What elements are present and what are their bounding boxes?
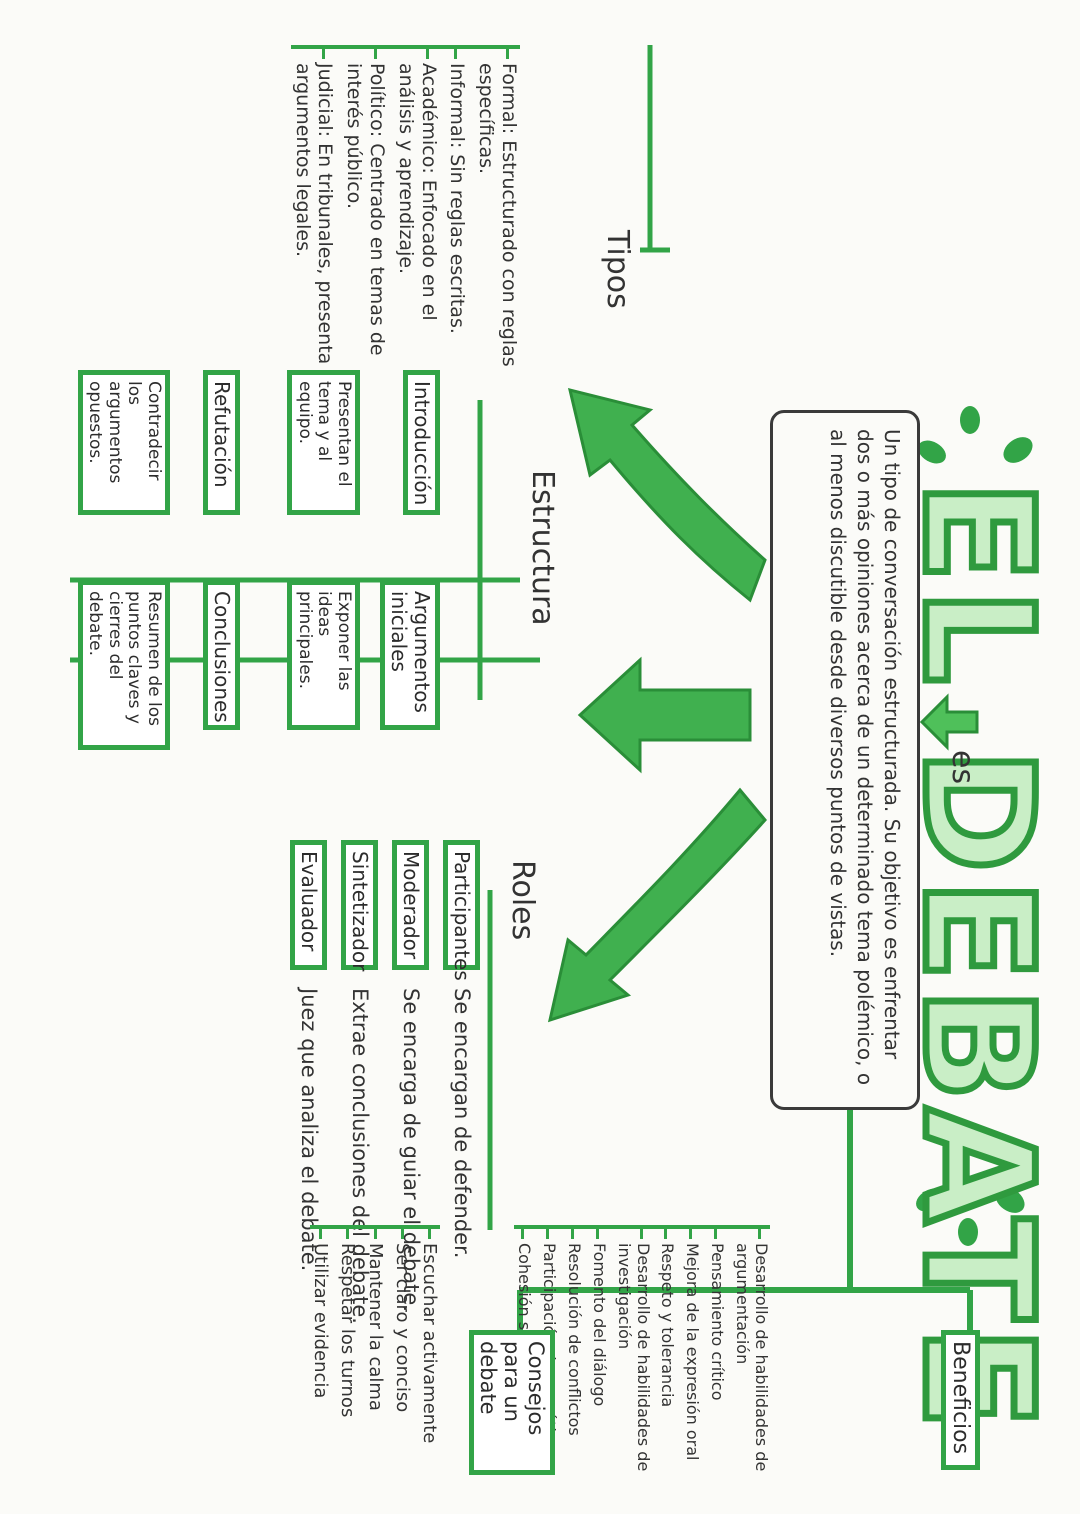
- beneficios-box: Beneficios: [940, 1330, 980, 1470]
- stage-conclusiones: Conclusiones: [203, 580, 240, 730]
- tipo-item: Judicial: En tribunales, presenta argume…: [291, 63, 337, 375]
- stage-refutacion: Refutación: [203, 370, 240, 515]
- beneficio-item: Mejora de la expresión oral: [683, 1243, 702, 1505]
- es-arrow-icon: [919, 693, 979, 751]
- tipos-label: Tipos: [600, 230, 635, 309]
- arrow-tipos-icon: [567, 387, 767, 603]
- consejos-list: Escuchar activamente Ser claro y conciso…: [304, 1225, 440, 1475]
- consejo-item: Respetar los turnos: [337, 1243, 358, 1475]
- tipos-list: Formal: Estructurado con reglas específi…: [285, 45, 520, 375]
- role-name: Sintetizador: [341, 840, 378, 971]
- role-name: Evaluador: [290, 840, 327, 970]
- arrow-roles-icon: [547, 787, 767, 1023]
- estructura-label: Estructura: [525, 470, 560, 626]
- title-drops: [916, 406, 1033, 1246]
- definition-text: Un tipo de conversación estructurada. Su…: [826, 429, 904, 1086]
- tipo-item: Formal: Estructurado con reglas específi…: [474, 63, 520, 375]
- consejo-item: Mantener la calma: [364, 1243, 386, 1475]
- stage-argumentos-desc: Exponer las ideas principales.: [287, 580, 360, 730]
- consejo-item: Ser claro y conciso: [392, 1243, 413, 1475]
- role-name: Participantes: [443, 840, 480, 981]
- arrow-estructura-icon: [577, 656, 752, 774]
- stage-conclusiones-desc: Resumen de los puntos claves y cierres d…: [77, 580, 170, 750]
- beneficio-item: Fomento del diálogo: [589, 1243, 609, 1505]
- connector-es: es: [945, 750, 980, 785]
- consejos-box: Consejos para un debate: [468, 1330, 555, 1475]
- beneficio-item: Respeto y tolerancia: [658, 1243, 678, 1505]
- stage-refutacion-desc: Contradecir los argumentos opuestos.: [77, 370, 170, 515]
- role-name: Moderador: [392, 840, 429, 970]
- tipo-item: Informal: Sin reglas escritas.: [446, 63, 468, 375]
- stage-introduccion-desc: Presentan el tema y al equipo.: [287, 370, 360, 515]
- beneficio-item: Pensamiento crítico: [707, 1243, 727, 1505]
- stage-introduccion: Introducción: [403, 370, 440, 515]
- beneficio-item: Resolución de conflictos: [564, 1243, 584, 1505]
- roles-label: Roles: [505, 860, 540, 941]
- definition-box: Un tipo de conversación estructurada. Su…: [770, 410, 920, 1110]
- page-title: EL DEBATE: [887, 477, 1068, 1439]
- consejo-item: Utilizar evidencia: [310, 1243, 331, 1475]
- stage-argumentos: Argumentos iniciales: [380, 580, 440, 730]
- beneficio-item: Desarrollo de habilidades de argumentaci…: [732, 1243, 771, 1505]
- beneficio-item: Desarrollo de habilidades de investigaci…: [614, 1243, 653, 1505]
- role-desc: Se encargan de defender.: [450, 988, 475, 1259]
- consejo-item: Escuchar activamente: [419, 1243, 440, 1475]
- tipo-item: Político: Centrado en temas de interés p…: [342, 63, 388, 375]
- tipo-item: Académico: Enfocado en el análisis y apr…: [394, 63, 440, 375]
